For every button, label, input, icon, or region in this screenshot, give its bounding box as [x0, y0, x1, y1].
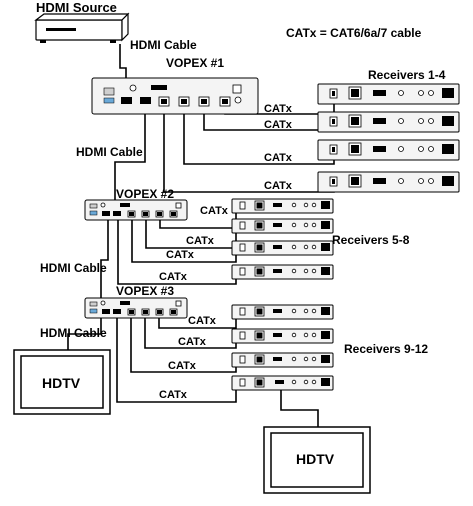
hdmi-source-label: HDMI Source [36, 0, 117, 15]
hdmi-cable-label-2: HDMI Cable [76, 145, 143, 159]
vopex-2-label: VOPEX #2 [116, 187, 174, 201]
hdmi-cable-label-4: HDMI Cable [40, 326, 107, 340]
hdmi-cable-vopex2-to-vopex3 [100, 218, 109, 308]
receivers-1-4-group [317, 83, 460, 193]
vopex-1-device [91, 77, 259, 115]
hdmi-source-device [34, 12, 130, 43]
hdtv-bottom-device [263, 426, 371, 494]
catx-label-3: CATx [264, 152, 293, 164]
receiver-10 [231, 328, 334, 344]
receiver-12 [231, 375, 334, 391]
hdmi-cable-label-3: HDMI Cable [40, 261, 107, 275]
receivers-1-4-label: Receivers 1-4 [368, 68, 446, 82]
receivers-9-12-label: Receivers 9-12 [344, 342, 428, 356]
hdmi-cable-receiver12-to-hdtv [280, 386, 319, 427]
catx-label-12: CATx [159, 389, 188, 401]
legend-label: CATx = CAT6/6a/7 cable [286, 26, 422, 40]
catx-label-10: CATx [178, 336, 207, 348]
receiver-9 [231, 304, 334, 320]
catx-labels: CATx CATx CATx CATx CATx CATx CATx CATx … [159, 103, 293, 401]
receiver-5 [231, 198, 334, 214]
vopex-3-label: VOPEX #3 [116, 284, 174, 298]
vopex-1-label: VOPEX #1 [166, 56, 224, 70]
hdtv-bottom-label: HDTV [296, 451, 335, 467]
catx-label-2: CATx [264, 119, 293, 131]
hdmi-cable-vopex3-to-hdtv [67, 316, 102, 350]
receivers-5-8-label: Receivers 5-8 [332, 233, 410, 247]
receiver-2 [317, 111, 460, 133]
hdmi-cable-label-1: HDMI Cable [130, 38, 197, 52]
vopex-1-rj45-ports [158, 96, 231, 107]
catx-label-1: CATx [264, 103, 293, 115]
vopex-3-device [84, 297, 188, 319]
receiver-11 [231, 352, 334, 368]
receivers-5-8-group [231, 198, 334, 280]
catx-label-7: CATx [166, 249, 195, 261]
catx-label-11: CATx [168, 360, 197, 372]
receiver-7 [231, 240, 334, 256]
receiver-1 [317, 83, 460, 105]
hdmi-cable-vopex1-to-vopex2 [114, 104, 146, 212]
receiver-4 [317, 171, 460, 193]
catx-label-8: CATx [159, 271, 188, 283]
hdtv-left-device [13, 349, 111, 415]
catx-label-4: CATx [264, 180, 293, 192]
receiver-3 [317, 139, 460, 161]
hdtv-left-label: HDTV [42, 375, 81, 391]
receivers-9-12-group [231, 304, 334, 391]
vopex-2-device [84, 199, 188, 221]
catx-label-9: CATx [188, 315, 217, 327]
catx-label-5: CATx [200, 205, 229, 217]
receiver-8 [231, 264, 334, 280]
receiver-6 [231, 218, 334, 234]
catx-label-6: CATx [186, 235, 215, 247]
